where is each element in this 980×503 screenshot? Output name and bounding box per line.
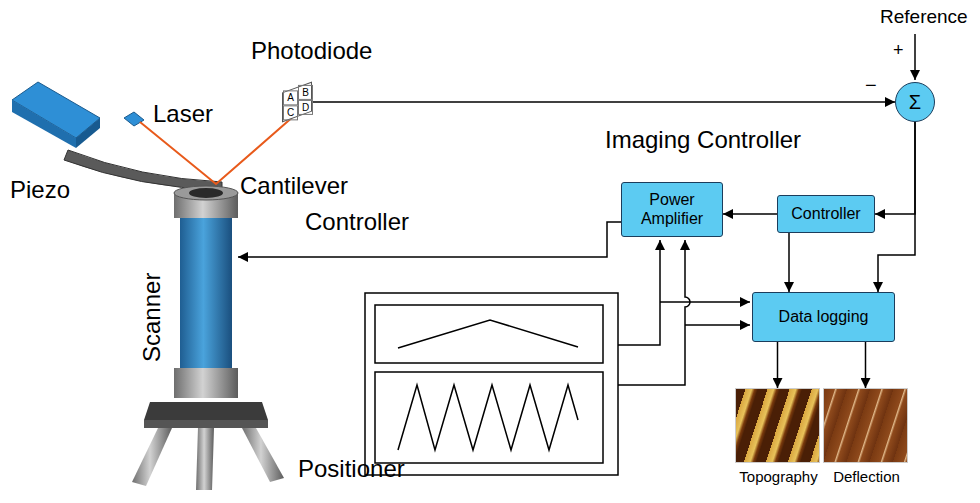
connector bbox=[878, 122, 915, 292]
image-caption: Deflection bbox=[833, 468, 900, 485]
scanner-node: Scanner bbox=[176, 190, 238, 400]
connector bbox=[865, 342, 867, 388]
connector bbox=[777, 342, 779, 388]
part-label: Piezo bbox=[10, 176, 70, 204]
connector bbox=[238, 222, 621, 257]
box-label: Power Amplifier bbox=[628, 191, 716, 228]
scanner-tube bbox=[174, 186, 238, 398]
connector bbox=[788, 233, 790, 292]
component-label: Scanner bbox=[138, 273, 166, 362]
part-label: Controller bbox=[305, 208, 409, 236]
quadrant-letter: A bbox=[283, 90, 298, 105]
box-label: Data logging bbox=[779, 308, 869, 326]
signal-wire bbox=[618, 240, 750, 385]
positioner bbox=[132, 402, 284, 490]
process-box: Data logging bbox=[752, 292, 895, 342]
circle-node: Σ bbox=[895, 82, 935, 122]
part-label: Reference bbox=[880, 6, 968, 28]
reference-arrow bbox=[914, 34, 916, 80]
part-label: Cantilever bbox=[240, 172, 348, 200]
defl-node: Deflection bbox=[823, 388, 908, 463]
image-caption: Topography bbox=[739, 468, 817, 485]
piezo-block bbox=[12, 82, 100, 148]
connector bbox=[723, 213, 777, 215]
part-label: Laser bbox=[153, 100, 213, 128]
part-label: Positioner bbox=[298, 455, 405, 483]
box-label: Controller bbox=[791, 205, 860, 223]
connector bbox=[875, 122, 915, 214]
waveform-generator bbox=[365, 293, 618, 475]
part-label: + bbox=[893, 40, 904, 61]
quad-node: PhotodiodeABCD bbox=[282, 82, 312, 123]
topo-node: Topography bbox=[735, 388, 820, 463]
sum-symbol: Σ bbox=[909, 91, 921, 114]
edge-label: − bbox=[865, 74, 877, 97]
quadrant-letter: D bbox=[298, 100, 313, 115]
part-label: Imaging Controller bbox=[605, 126, 801, 154]
component-label: Photodiode bbox=[251, 37, 372, 65]
process-box: Controller bbox=[777, 195, 875, 233]
process-box: Power Amplifier bbox=[621, 182, 723, 237]
quadrant-letter: C bbox=[283, 105, 298, 120]
connector bbox=[312, 101, 895, 103]
quadrant-letter: B bbox=[298, 85, 313, 100]
